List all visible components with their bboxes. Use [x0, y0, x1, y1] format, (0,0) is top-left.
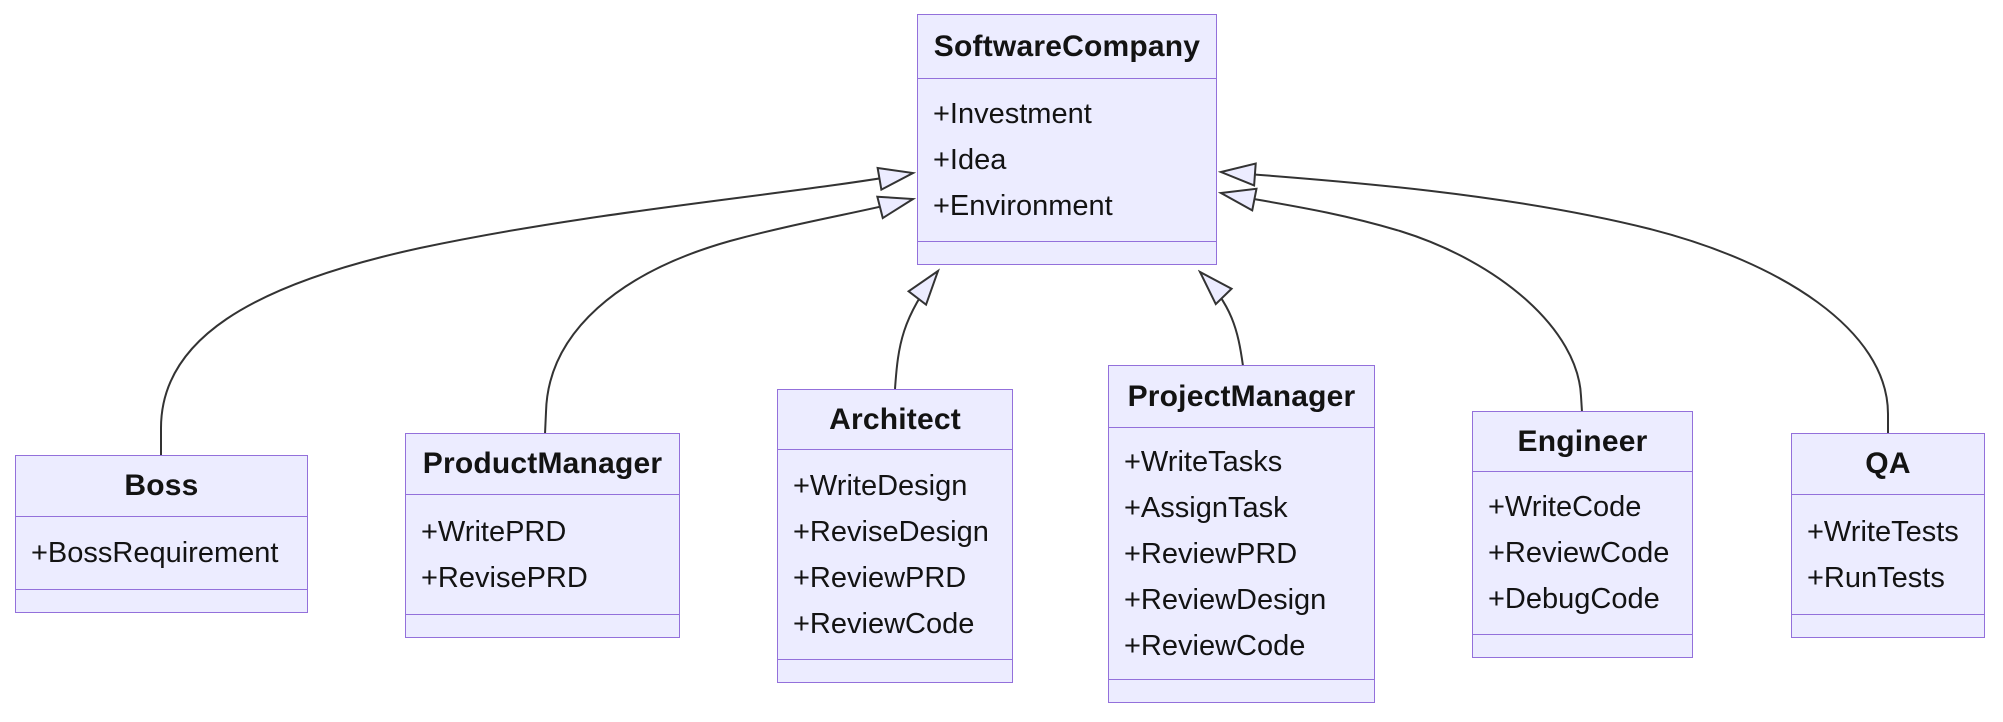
class-attributes: +WriteTasks +AssignTask +ReviewPRD +Revi…: [1109, 427, 1374, 679]
class-attribute: +ReviewDesign: [1124, 583, 1327, 616]
class-attribute: +DebugCode: [1488, 583, 1660, 615]
class-attribute: +ReviewPRD: [1124, 537, 1298, 570]
class-methods-empty: [406, 614, 679, 637]
class-title: Boss: [124, 469, 199, 502]
class-attribute: +ReviewPRD: [793, 561, 967, 594]
class-attributes: +WriteTests +RunTests: [1792, 494, 1984, 614]
class-methods-empty: [918, 241, 1216, 264]
edge-productmanager-to-softwarecompany: [544, 199, 913, 435]
class-attributes: +WriteCode +ReviewCode +DebugCode: [1473, 471, 1692, 634]
class-attribute: +ReviewCode: [793, 607, 975, 640]
class-attribute: +ReviseDesign: [793, 515, 989, 548]
class-title: ProductManager: [422, 447, 663, 480]
class-box-softwarecompany: SoftwareCompany +Investment +Idea +Envir…: [917, 14, 1217, 265]
edge-engineer-to-softwarecompany: [1221, 193, 1583, 413]
class-box-architect: Architect +WriteDesign +ReviseDesign +Re…: [777, 389, 1013, 683]
class-box-projectmanager: ProjectManager +WriteTasks +AssignTask +…: [1108, 365, 1375, 703]
class-title: Architect: [829, 402, 961, 436]
class-attribute: +ReviewCode: [1124, 629, 1306, 662]
class-attribute: +WritePRD: [421, 515, 567, 548]
class-attributes: +WriteDesign +ReviseDesign +ReviewPRD +R…: [778, 449, 1012, 659]
class-title: QA: [1865, 447, 1911, 480]
class-attribute: +Idea: [933, 144, 1007, 176]
class-attribute: +Investment: [933, 98, 1092, 130]
edge-qa-to-softwarecompany: [1221, 172, 1889, 434]
class-methods-empty: [1792, 614, 1984, 637]
class-attribute: +RunTests: [1807, 561, 1945, 594]
class-title: SoftwareCompany: [933, 29, 1201, 63]
edge-projectmanager-to-softwarecompany: [1200, 272, 1244, 367]
class-attributes: +BossRequirement: [16, 516, 307, 589]
class-attribute: +BossRequirement: [31, 537, 279, 569]
edge-architect-to-softwarecompany: [894, 271, 938, 390]
class-box-boss: Boss +BossRequirement: [15, 455, 308, 613]
class-title: Engineer: [1517, 424, 1648, 458]
class-attribute: +WriteCode: [1488, 491, 1642, 523]
class-methods-empty: [1109, 679, 1374, 702]
class-attribute: +RevisePRD: [421, 561, 588, 594]
class-attribute: +AssignTask: [1124, 491, 1288, 524]
class-attributes: +WritePRD +RevisePRD: [406, 494, 679, 614]
class-attributes: +Investment +Idea +Environment: [918, 78, 1216, 241]
class-methods-empty: [778, 659, 1012, 682]
class-attribute: +ReviewCode: [1488, 537, 1670, 569]
edge-boss-to-softwarecompany: [160, 173, 913, 456]
class-box-engineer: Engineer +WriteCode +ReviewCode +DebugCo…: [1472, 411, 1693, 658]
class-methods-empty: [1473, 634, 1692, 657]
class-box-qa: QA +WriteTests +RunTests: [1791, 433, 1985, 638]
class-attribute: +Environment: [933, 190, 1113, 222]
class-attribute: +WriteTests: [1807, 515, 1959, 548]
class-box-productmanager: ProductManager +WritePRD +RevisePRD: [405, 433, 680, 638]
class-title: ProjectManager: [1127, 379, 1356, 413]
class-attribute: +WriteDesign: [793, 469, 968, 502]
class-methods-empty: [16, 589, 307, 612]
class-attribute: +WriteTasks: [1124, 445, 1283, 478]
